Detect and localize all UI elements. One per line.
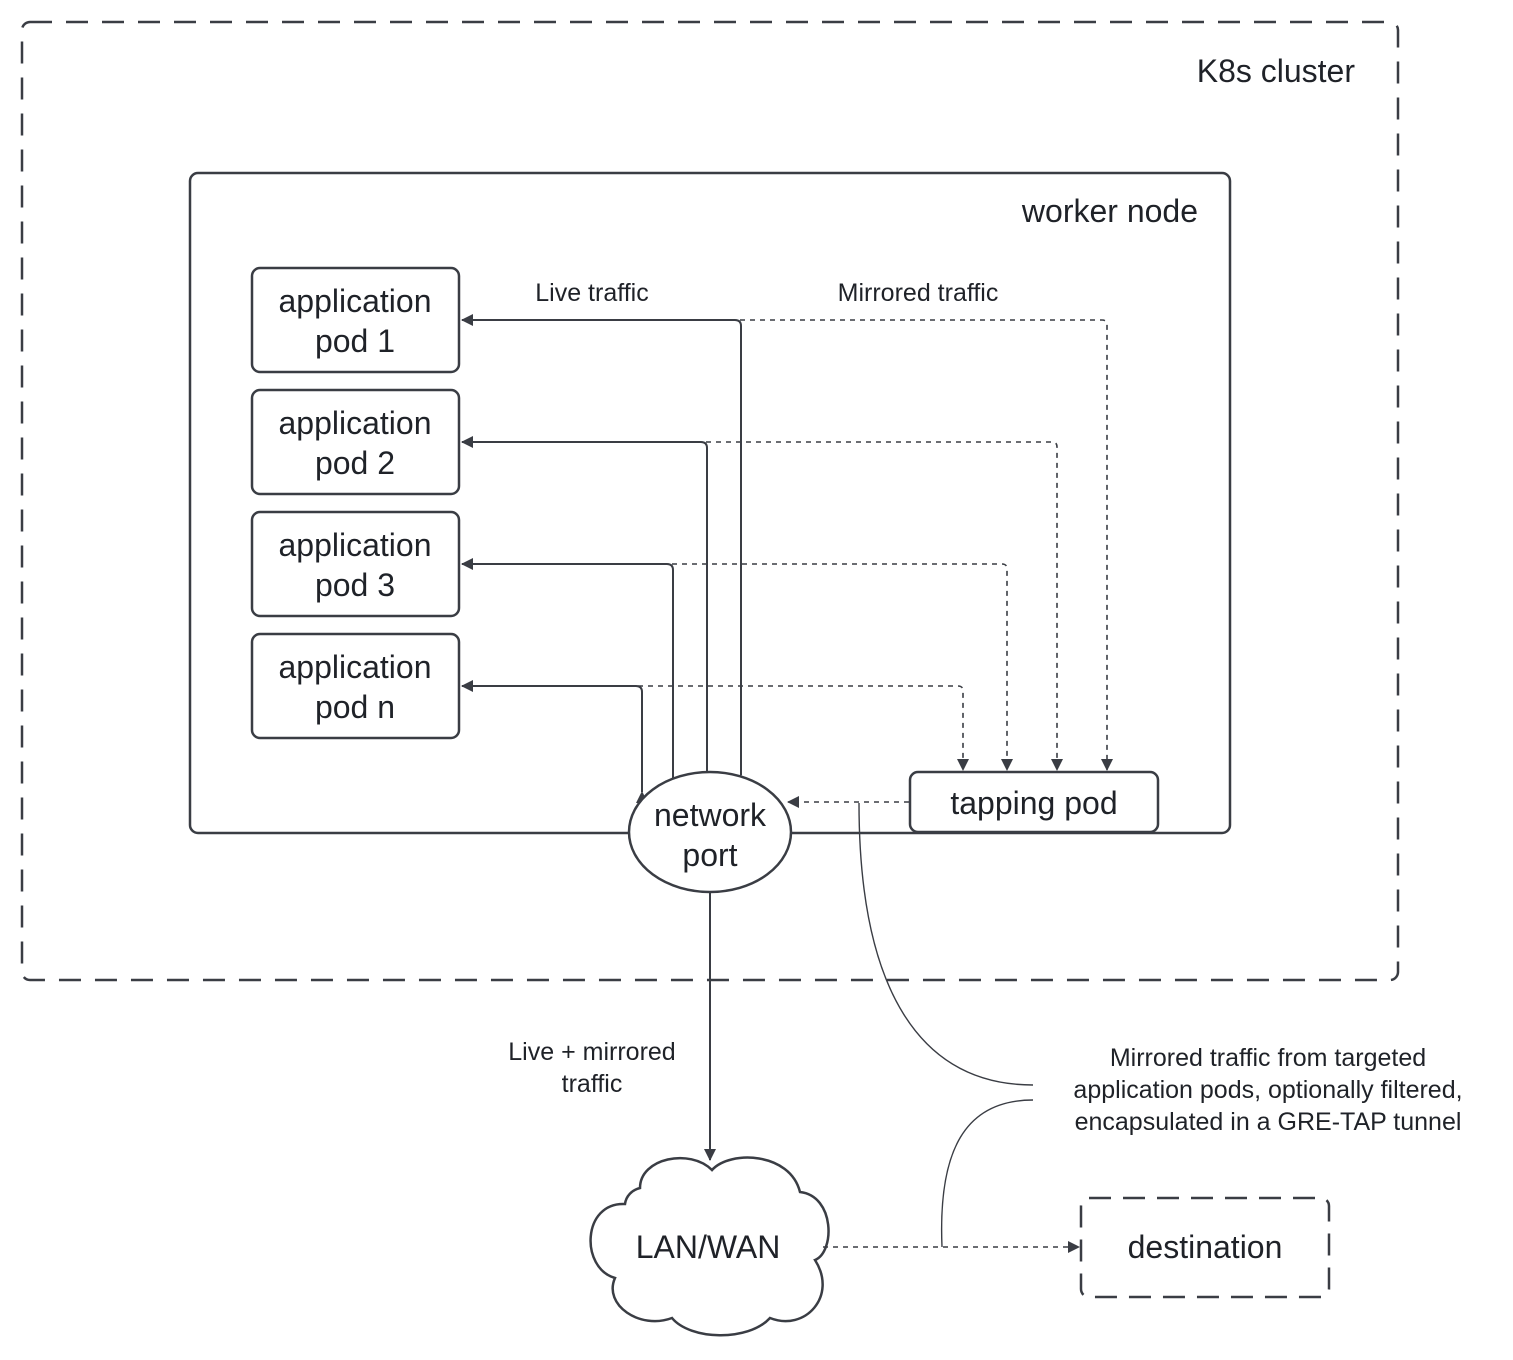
lan-wan-label: LAN/WAN bbox=[636, 1229, 781, 1265]
annotation-line1: Mirrored traffic from targeted bbox=[1110, 1044, 1426, 1072]
k8s-cluster-label: K8s cluster bbox=[1197, 53, 1356, 89]
application-pod-3: application pod 3 bbox=[250, 510, 461, 618]
live-path-pod-2 bbox=[461, 436, 713, 784]
application-pod-2: application pod 2 bbox=[250, 388, 461, 496]
live-mirrored-label-line1: Live + mirrored bbox=[508, 1038, 675, 1066]
pod-2-line1: application bbox=[279, 405, 432, 441]
mirrored-traffic-label: Mirrored traffic bbox=[838, 279, 999, 307]
network-port: network port bbox=[627, 770, 793, 894]
pod-3-line2: pod 3 bbox=[315, 567, 395, 603]
annotation-line2: application pods, optionally filtered, bbox=[1073, 1076, 1462, 1104]
tapping-pod: tapping pod bbox=[908, 770, 1160, 834]
mirrored-path-pod-1 bbox=[740, 319, 1113, 771]
live-path-pod-3 bbox=[461, 558, 679, 791]
pod-1-line2: pod 1 bbox=[315, 323, 395, 359]
live-mirrored-label-line2: traffic bbox=[562, 1070, 623, 1098]
destination-label: destination bbox=[1128, 1229, 1283, 1265]
annotation-line3: encapsulated in a GRE-TAP tunnel bbox=[1075, 1108, 1462, 1136]
lan-wan-cloud: LAN/WAN bbox=[589, 1156, 830, 1337]
network-port-line1: network bbox=[654, 797, 767, 833]
pod-1-line1: application bbox=[279, 283, 432, 319]
cloud-shape-icon bbox=[589, 1156, 830, 1337]
live-traffic-label: Live traffic bbox=[535, 279, 648, 307]
mirrored-path-pod-2 bbox=[706, 441, 1063, 771]
annotation-curve-lower bbox=[940, 1099, 1034, 1248]
destination-node: destination bbox=[1079, 1196, 1331, 1299]
tapping-pod-label: tapping pod bbox=[950, 785, 1117, 821]
pod-n-line2: pod n bbox=[315, 689, 395, 725]
application-pod-n: application pod n bbox=[250, 632, 461, 740]
pod-3-line1: application bbox=[279, 527, 432, 563]
mirrored-path-pod-n bbox=[638, 685, 969, 771]
application-pod-1: application pod 1 bbox=[250, 266, 461, 374]
pod-n-line1: application bbox=[279, 649, 432, 685]
live-path-pod-n bbox=[461, 680, 648, 803]
annotation-curve-upper bbox=[858, 802, 1034, 1086]
worker-node-label: worker node bbox=[1021, 193, 1198, 229]
live-path-pod-1 bbox=[461, 314, 747, 786]
network-port-line2: port bbox=[682, 837, 737, 873]
pod-2-line2: pod 2 bbox=[315, 445, 395, 481]
mirrored-path-pod-3 bbox=[672, 563, 1013, 771]
